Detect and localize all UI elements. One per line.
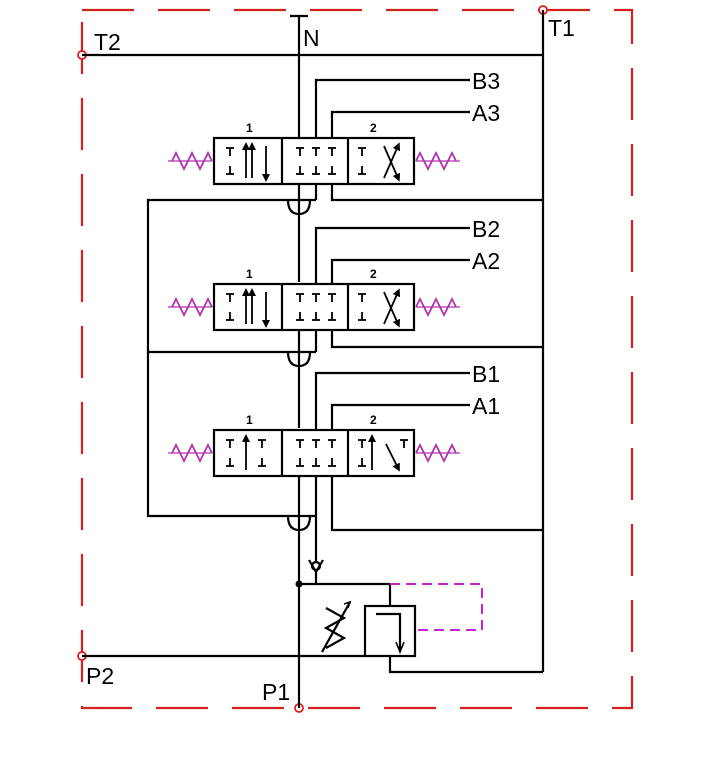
spring-icon [171, 442, 213, 464]
label-a2: A2 [472, 248, 500, 274]
label-p2: P2 [86, 663, 114, 689]
valve-pos-2-label: 2 [370, 121, 377, 135]
parallel-pressure-channels [146, 183, 543, 588]
block-boundary-dashed [80, 8, 634, 710]
valve-pos-1-label: 1 [246, 413, 253, 427]
label-t1: T1 [548, 15, 575, 41]
label-a1: A1 [472, 393, 500, 419]
spring-icon [415, 150, 457, 172]
label-b1: B1 [472, 361, 500, 387]
main-lines [82, 10, 545, 708]
valve-section-2: 1 2 [168, 267, 460, 332]
valve-section-1: 1 2 [168, 413, 460, 478]
label-t2: T2 [94, 29, 121, 55]
label-p1: P1 [262, 679, 290, 705]
valve-section-3: 1 2 [168, 121, 460, 186]
valve-pos-2-label: 2 [370, 267, 377, 281]
label-b3: B3 [472, 68, 500, 94]
spring-icon [171, 150, 213, 172]
junction-dot [295, 580, 303, 588]
flow-arrow-icon [383, 291, 401, 328]
flow-arrow-icon [383, 145, 401, 182]
spring-icon [171, 296, 213, 318]
label-a3: A3 [472, 100, 500, 126]
pilot-line [390, 583, 483, 631]
valve-pos-1-label: 1 [246, 267, 253, 281]
spring-icon [415, 296, 457, 318]
flow-arrow-icon [385, 443, 400, 472]
work-port-lines [314, 78, 470, 430]
spring-icon [415, 442, 457, 464]
label-n: N [303, 25, 320, 51]
valve-pos-1-label: 1 [246, 121, 253, 135]
valve-pos-2-label: 2 [370, 413, 377, 427]
relief-valve [321, 583, 543, 674]
label-b2: B2 [472, 216, 500, 242]
